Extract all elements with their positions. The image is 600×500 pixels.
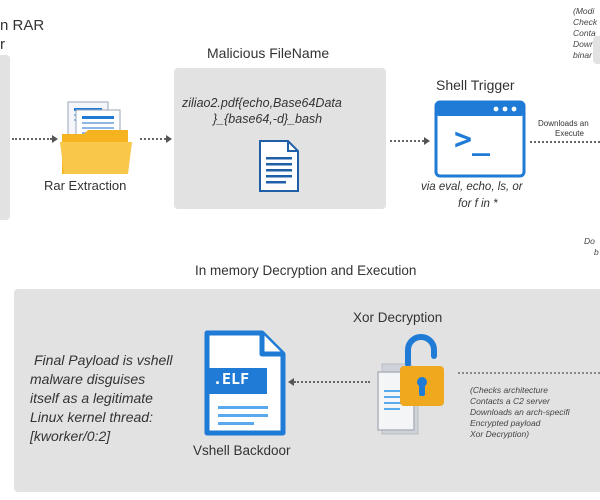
elf-file-icon [204,330,286,436]
xor-note-line: Encrypted payload [470,418,541,428]
payload-line: [kworker/0:2] [30,428,111,444]
rar-title-fragment: n RAR [0,17,45,34]
arrowhead-icon [288,378,294,386]
arrow-from-right [458,372,600,374]
note-line: binar [573,50,592,60]
arrow-to-rar-extraction [12,138,52,140]
downloads-execute-line-1: Downloads an [538,119,589,128]
arrowhead-icon [166,135,172,143]
arrowhead-icon [52,135,58,143]
arrowhead-icon [424,137,430,145]
arrow-to-right [530,141,600,143]
downloads-execute-line-2: Execute [555,129,584,138]
filename-line-2: }_{base64,-d}_bash [213,112,323,126]
payload-line: malware disguises [30,371,146,387]
right-notes-mid: Do b [584,236,600,258]
final-payload-text: Final Payload is vshell malware disguise… [30,351,173,446]
folder-documents-icon [58,98,134,178]
xor-decryption-notes: (Checks architecture Contacts a C2 serve… [470,385,570,440]
arrow-to-elf [294,381,370,383]
arrow-to-filename [140,138,166,140]
right-edge-panel [593,36,600,64]
note-line: Conta [573,28,596,38]
note-line: Do [584,236,595,246]
arrow-to-shell-trigger [390,140,424,142]
xor-note-line: Xor Decryption) [470,429,530,439]
shell-trigger-title: Shell Trigger [436,77,515,93]
memory-panel [14,289,600,492]
note-line: (Modi [573,6,595,16]
note-line: Check [573,17,598,27]
shell-trigger-caption-1: via eval, echo, ls, or [421,181,523,193]
payload-line: itself as a legitimate [30,390,153,406]
terminal-prompt: >_ [454,122,491,157]
filename-line-1: ziliao2.pdf{echo,Base64Data [182,96,342,110]
xor-decryption-title: Xor Decryption [353,310,443,325]
terminal-icon [434,100,526,178]
rar-panel [0,55,10,220]
payload-line: Linux kernel thread: [30,409,153,425]
rar-title-fragment-2: r [0,36,5,53]
document-icon [258,139,300,193]
note-line: Down [573,39,595,49]
elf-extension-label: .ELF [213,370,250,388]
malicious-filename-title: Malicious FileName [207,45,330,61]
xor-note-line: Contacts a C2 server [470,396,550,406]
shell-trigger-caption-2: for f in * [458,198,498,210]
rar-extraction-label: Rar Extraction [44,178,127,193]
note-line: b [594,247,599,257]
vshell-backdoor-label: Vshell Backdoor [193,443,291,458]
payload-line: Final Payload is vshell [34,352,173,368]
memory-section-title: In memory Decryption and Execution [195,263,417,278]
unlocked-document-icon [376,328,456,438]
right-notes-top: (Modi Check Conta Down binar [573,6,600,61]
xor-note-line: (Checks architecture [470,385,548,395]
xor-note-line: Downloads an arch-specifi [470,407,570,417]
